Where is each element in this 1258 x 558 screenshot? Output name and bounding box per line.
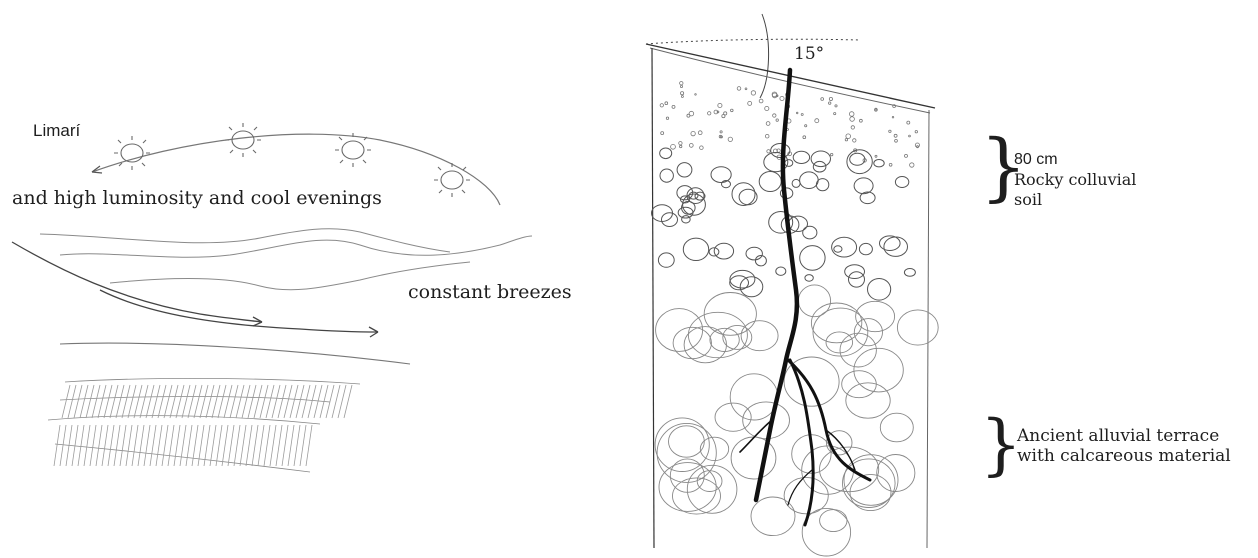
region-label: Limarí [33,121,80,141]
wind-arrows [12,242,378,337]
layer-2-line-2: with calcareous material [1017,446,1231,466]
layer-1-label: 80 cm Rocky colluvial soil [1014,150,1136,210]
climate-label: and high luminosity and cool evenings [12,187,382,209]
sun-icon [335,133,371,167]
layer-2-label: Ancient alluvial terrace with calcareous… [1017,426,1231,466]
slope-indicator [646,14,860,98]
sun-icon [114,136,150,170]
layer-2-line-1: Ancient alluvial terrace [1017,426,1231,446]
slope-label: 15° [794,44,824,64]
layer-1-depth: 80 cm [1014,150,1136,170]
vineyard-rows [48,343,410,472]
layer-1-line-2: soil [1014,190,1136,210]
layer-2-brace: } [980,412,1022,478]
layer-1-line-1: Rocky colluvial [1014,170,1136,190]
sun-icon [434,163,470,197]
wind-label: constant breezes [408,281,572,303]
